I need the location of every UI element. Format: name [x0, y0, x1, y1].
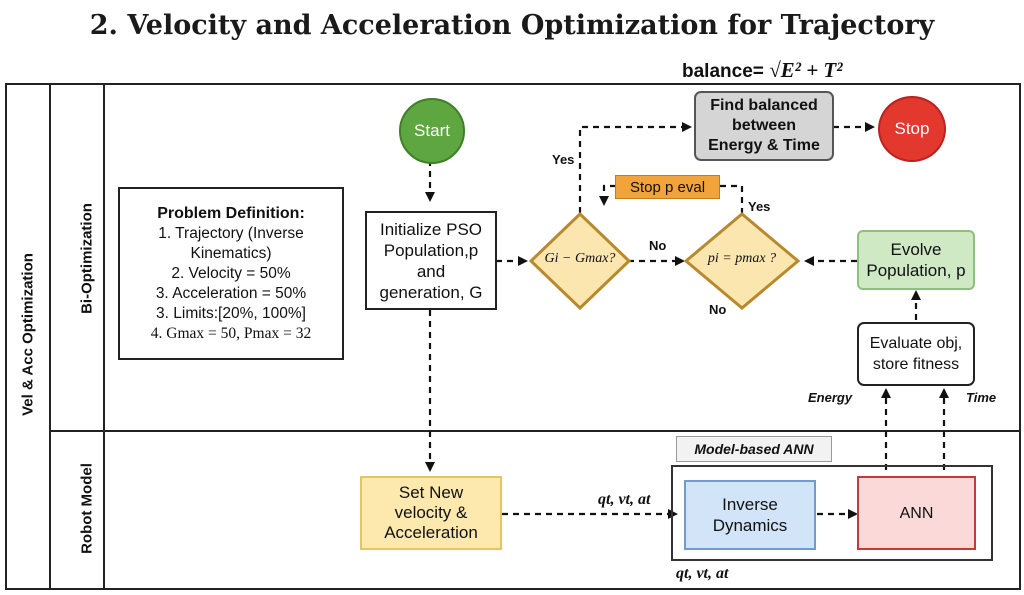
balance-label: balance= — [682, 61, 764, 82]
problem-line-3: 2. Velocity = 50% — [171, 264, 291, 282]
edge-label-yes-left: Yes — [552, 152, 575, 167]
evaluate-box: Evaluate obj, store fitness — [857, 322, 975, 386]
arrow-cond-g-yes — [578, 122, 692, 213]
arrow-cond-p-yes-loop — [599, 184, 744, 214]
init-line-4: generation, G — [379, 282, 483, 302]
find-line-1: Find balanced — [710, 97, 818, 114]
edge-label-qva-top: qt, vt, at — [598, 491, 651, 508]
edge-label-no-bottom: No — [709, 302, 727, 317]
problem-definition-box: Problem Definition: 1. Trajectory (Inver… — [118, 187, 344, 360]
evaluate-line-1: Evaluate obj, — [869, 335, 963, 352]
invdyn-line-2: Dynamics — [712, 516, 788, 535]
problem-line-6: 4. Gmax = 50, Pmax = 32 — [150, 324, 312, 342]
model-ann-container — [671, 465, 993, 561]
evaluate-line-2: store fitness — [872, 356, 960, 373]
edge-label-no-mid: No — [649, 238, 667, 253]
evolve-population-box: Evolve Population, p — [857, 230, 975, 290]
problem-line-4: 3. Acceleration = 50% — [155, 284, 307, 302]
set-new-velocity-box: Set New velocity & Acceleration — [360, 476, 502, 550]
swimlane-frame — [5, 83, 1021, 590]
lane-label-outer: Vel & Acc Optimization — [19, 253, 37, 416]
model-ann-label: Model-based ANN — [694, 440, 814, 457]
decision-g-label: Gi − Gmax? — [544, 251, 616, 266]
balance-formula: balance= √E² + T² — [682, 58, 843, 83]
init-line-2: Population,p — [383, 240, 479, 260]
edge-label-energy: Energy — [808, 390, 853, 405]
ann-box: ANN — [857, 476, 976, 550]
init-line-3: and — [416, 261, 446, 281]
decision-p-diamond — [683, 212, 801, 310]
inverse-dynamics-box: Inverse Dynamics — [684, 480, 816, 550]
evolve-line-1: Evolve — [890, 240, 942, 259]
stop-node: Stop — [878, 96, 946, 162]
edge-label-yes-right: Yes — [748, 199, 771, 214]
initialize-pso-box: Initialize PSO Population,p and generati… — [365, 211, 497, 310]
start-node: Start — [399, 98, 465, 164]
ann-label: ANN — [899, 504, 934, 522]
lane-label-bi-optimization: Bi-Optimization — [78, 203, 96, 314]
setnew-line-1: Set New — [398, 483, 464, 502]
balance-expression: √E² + T² — [769, 58, 843, 82]
stop-p-eval-box: Stop p eval — [615, 175, 720, 199]
diagram-title: 2. Velocity and Acceleration Optimizatio… — [89, 10, 935, 41]
decision-p-label: pi = pmax ? — [707, 251, 777, 266]
lane-label-robot-model: Robot Model — [78, 463, 96, 554]
init-line-1: Initialize PSO — [379, 219, 483, 239]
setnew-line-3: Acceleration — [384, 523, 478, 542]
problem-line-5: 3. Limits:[20%, 100%] — [156, 304, 306, 322]
problem-line-2: Kinematics) — [190, 244, 272, 262]
problem-line-1: 1. Trajectory (Inverse — [158, 224, 304, 242]
find-line-3: Energy & Time — [708, 137, 820, 154]
find-balanced-box: Find balanced between Energy & Time — [694, 91, 834, 161]
invdyn-line-1: Inverse — [722, 495, 778, 514]
edge-label-qva-bottom: qt, vt, at — [676, 565, 729, 582]
decision-g-diamond — [528, 211, 632, 311]
setnew-line-2: velocity & — [394, 503, 468, 522]
find-line-2: between — [731, 117, 796, 134]
problem-heading: Problem Definition: — [157, 204, 305, 222]
stop-p-eval-label: Stop p eval — [629, 178, 706, 196]
model-based-ann-tag: Model-based ANN — [676, 436, 832, 462]
evolve-line-2: Population, p — [866, 261, 966, 280]
edge-label-time: Time — [966, 390, 997, 405]
